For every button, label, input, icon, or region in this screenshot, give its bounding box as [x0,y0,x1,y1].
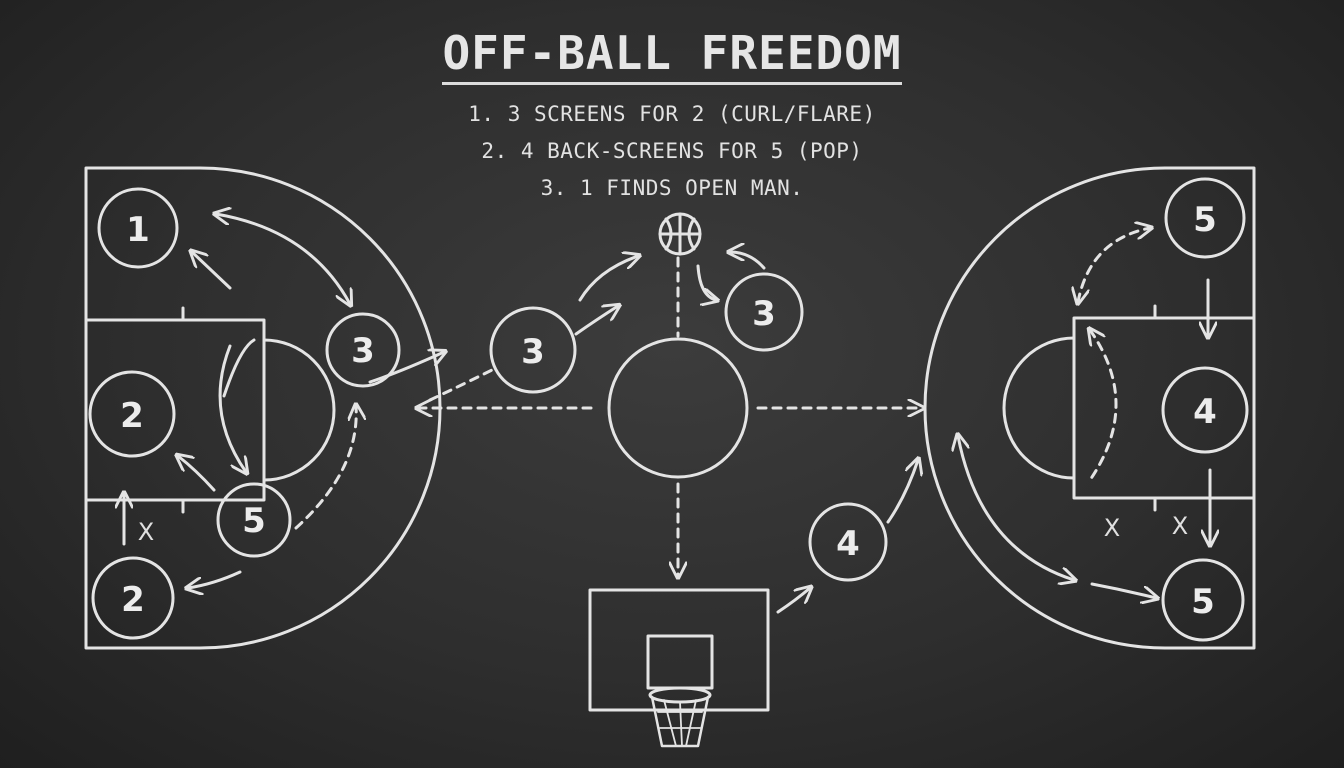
player-4-right: 4 [1161,366,1249,454]
svg-text:5: 5 [242,501,266,541]
center-circle [607,337,749,479]
svg-text:3: 3 [521,332,545,372]
player-3-midcourt: 3 [489,306,577,394]
movement-arrows [124,214,1210,614]
svg-text:3: 3 [752,294,776,334]
svg-text:2: 2 [120,396,144,436]
step-3: 3. 1 FINDS OPEN MAN. [540,176,804,200]
svg-text:3: 3 [351,331,375,371]
player-3-top: 3 [724,272,804,352]
center-court [418,256,922,576]
defender-marks: X X X [138,512,1188,546]
svg-text:5: 5 [1191,582,1215,622]
step-2: 2. 4 BACK-SCREENS FOR 5 (POP) [481,139,863,163]
step-1: 1. 3 SCREENS FOR 2 (CURL/FLARE) [468,102,876,126]
player-1: 1 [97,187,179,269]
player-5-block: 5 [216,482,292,558]
svg-text:2: 2 [121,580,145,620]
play-steps: 1. 3 SCREENS FOR 2 (CURL/FLARE) 2. 4 BAC… [0,96,1344,207]
defender-x-right-2: X [1172,512,1188,540]
player-2-corner: 2 [91,556,175,640]
svg-text:5: 5 [1193,200,1217,240]
svg-text:4: 4 [1193,392,1217,432]
svg-text:1: 1 [126,210,150,250]
player-3-elbow: 3 [325,312,401,388]
player-2-wing: 2 [88,370,176,458]
backboard-hoop-icon [588,588,770,748]
diagram-title: OFF-BALL FREEDOM [0,26,1344,85]
diagram-title-text: OFF-BALL FREEDOM [442,26,902,85]
players: 1 2 2 3 5 3 3 4 [88,177,1249,642]
player-5-right-top: 5 [1164,177,1246,259]
svg-text:4: 4 [836,524,860,564]
defender-x-left: X [138,518,154,546]
basketball-icon [658,212,702,256]
defender-x-right-1: X [1104,514,1120,542]
player-5-right-bottom: 5 [1161,558,1245,642]
player-4-midcourt: 4 [808,502,888,582]
left-half-court [84,166,442,650]
